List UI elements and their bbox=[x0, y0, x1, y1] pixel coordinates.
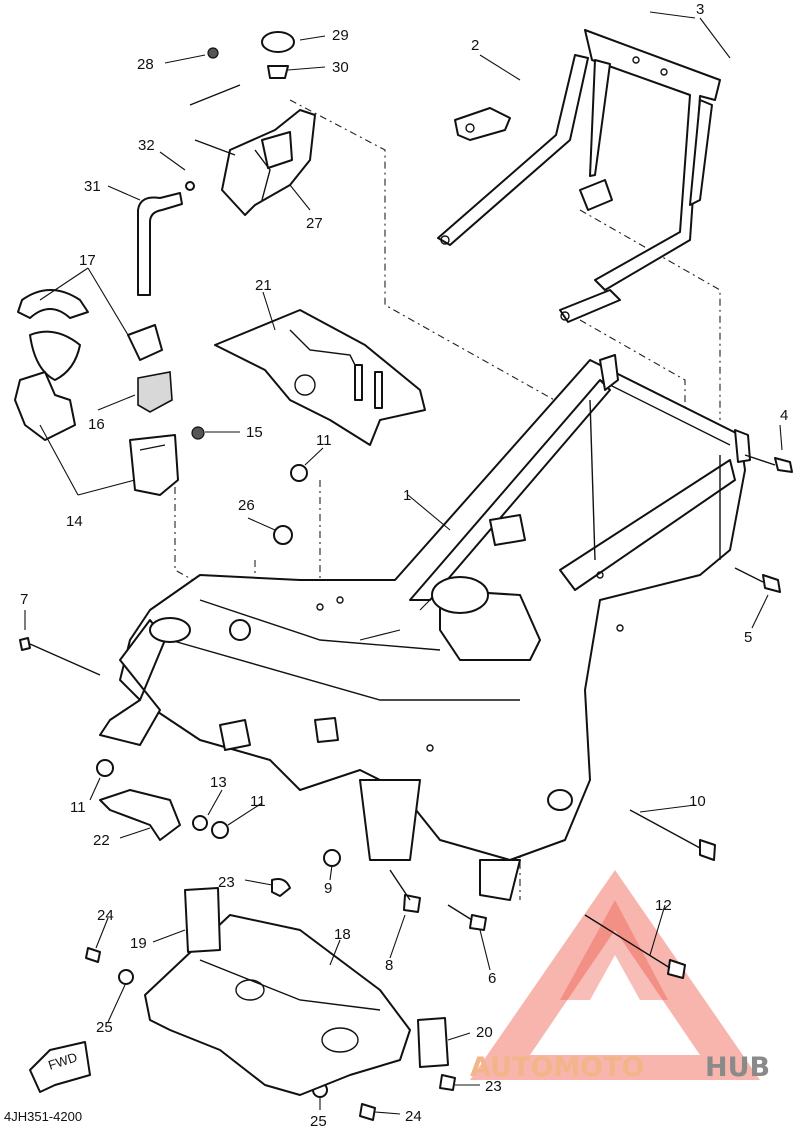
bracket bbox=[96, 464, 341, 867]
seat-tray bbox=[214, 309, 426, 446]
callout-15: 15 bbox=[246, 424, 263, 441]
watermark-logo bbox=[470, 870, 760, 1080]
callout-32: 32 bbox=[138, 137, 155, 154]
callout-22: 22 bbox=[93, 832, 110, 849]
callout-28: 28 bbox=[137, 56, 154, 73]
callout-12: 12 bbox=[655, 897, 672, 914]
callout-25-bottom: 25 bbox=[310, 1113, 327, 1129]
bolts bbox=[19, 454, 793, 1121]
callout-13: 13 bbox=[210, 774, 227, 791]
callout-20: 20 bbox=[476, 1024, 493, 1041]
callout-18: 18 bbox=[334, 926, 351, 943]
callout-2: 2 bbox=[471, 37, 479, 54]
callout-21: 21 bbox=[255, 277, 272, 294]
callout-16: 16 bbox=[88, 416, 105, 433]
callout-11-mid: 11 bbox=[250, 793, 266, 810]
callout-6: 6 bbox=[488, 970, 496, 987]
callout-7: 7 bbox=[20, 591, 28, 608]
main-frame bbox=[99, 354, 751, 901]
callout-11-top: 11 bbox=[316, 432, 332, 449]
callout-4: 4 bbox=[780, 407, 788, 424]
skid-plate bbox=[144, 887, 449, 1096]
callout-23-top: 23 bbox=[218, 874, 235, 891]
callout-24-bottom: 24 bbox=[405, 1108, 422, 1125]
callout-11-left: 11 bbox=[70, 799, 86, 816]
callout-14: 14 bbox=[66, 513, 83, 530]
callout-8: 8 bbox=[385, 957, 393, 974]
callout-23-bottom: 23 bbox=[485, 1078, 502, 1095]
clamp-group bbox=[14, 289, 205, 496]
watermark-brand-part1: AUTOMOTO bbox=[470, 1052, 645, 1083]
callout-27: 27 bbox=[306, 215, 323, 232]
callout-17: 17 bbox=[79, 252, 96, 269]
watermark-text: AUTOMOTO HUB bbox=[470, 1052, 770, 1083]
callout-19: 19 bbox=[130, 935, 147, 952]
callout-26: 26 bbox=[238, 497, 255, 514]
fwd-arrow: FWD bbox=[29, 1041, 91, 1093]
callout-31: 31 bbox=[84, 178, 101, 195]
reservoir-bracket bbox=[189, 31, 316, 216]
callout-29: 29 bbox=[332, 27, 349, 44]
callout-25-left: 25 bbox=[96, 1019, 113, 1036]
callout-5: 5 bbox=[744, 629, 752, 646]
diagram-code: 4JH351-4200 bbox=[4, 1109, 82, 1124]
callout-numbers: 1 2 3 4 5 6 7 8 9 10 11 11 11 12 13 14 1… bbox=[20, 1, 788, 1129]
hose bbox=[137, 181, 195, 296]
rear-subframe bbox=[437, 29, 721, 323]
callout-9: 9 bbox=[324, 880, 332, 897]
callout-24-top: 24 bbox=[97, 907, 114, 924]
callout-30: 30 bbox=[332, 59, 349, 76]
callout-3: 3 bbox=[696, 1, 704, 18]
watermark-brand-part2: HUB bbox=[705, 1052, 770, 1083]
leader-lines bbox=[24, 11, 783, 1115]
callout-1: 1 bbox=[403, 487, 411, 504]
callout-10: 10 bbox=[689, 793, 706, 810]
